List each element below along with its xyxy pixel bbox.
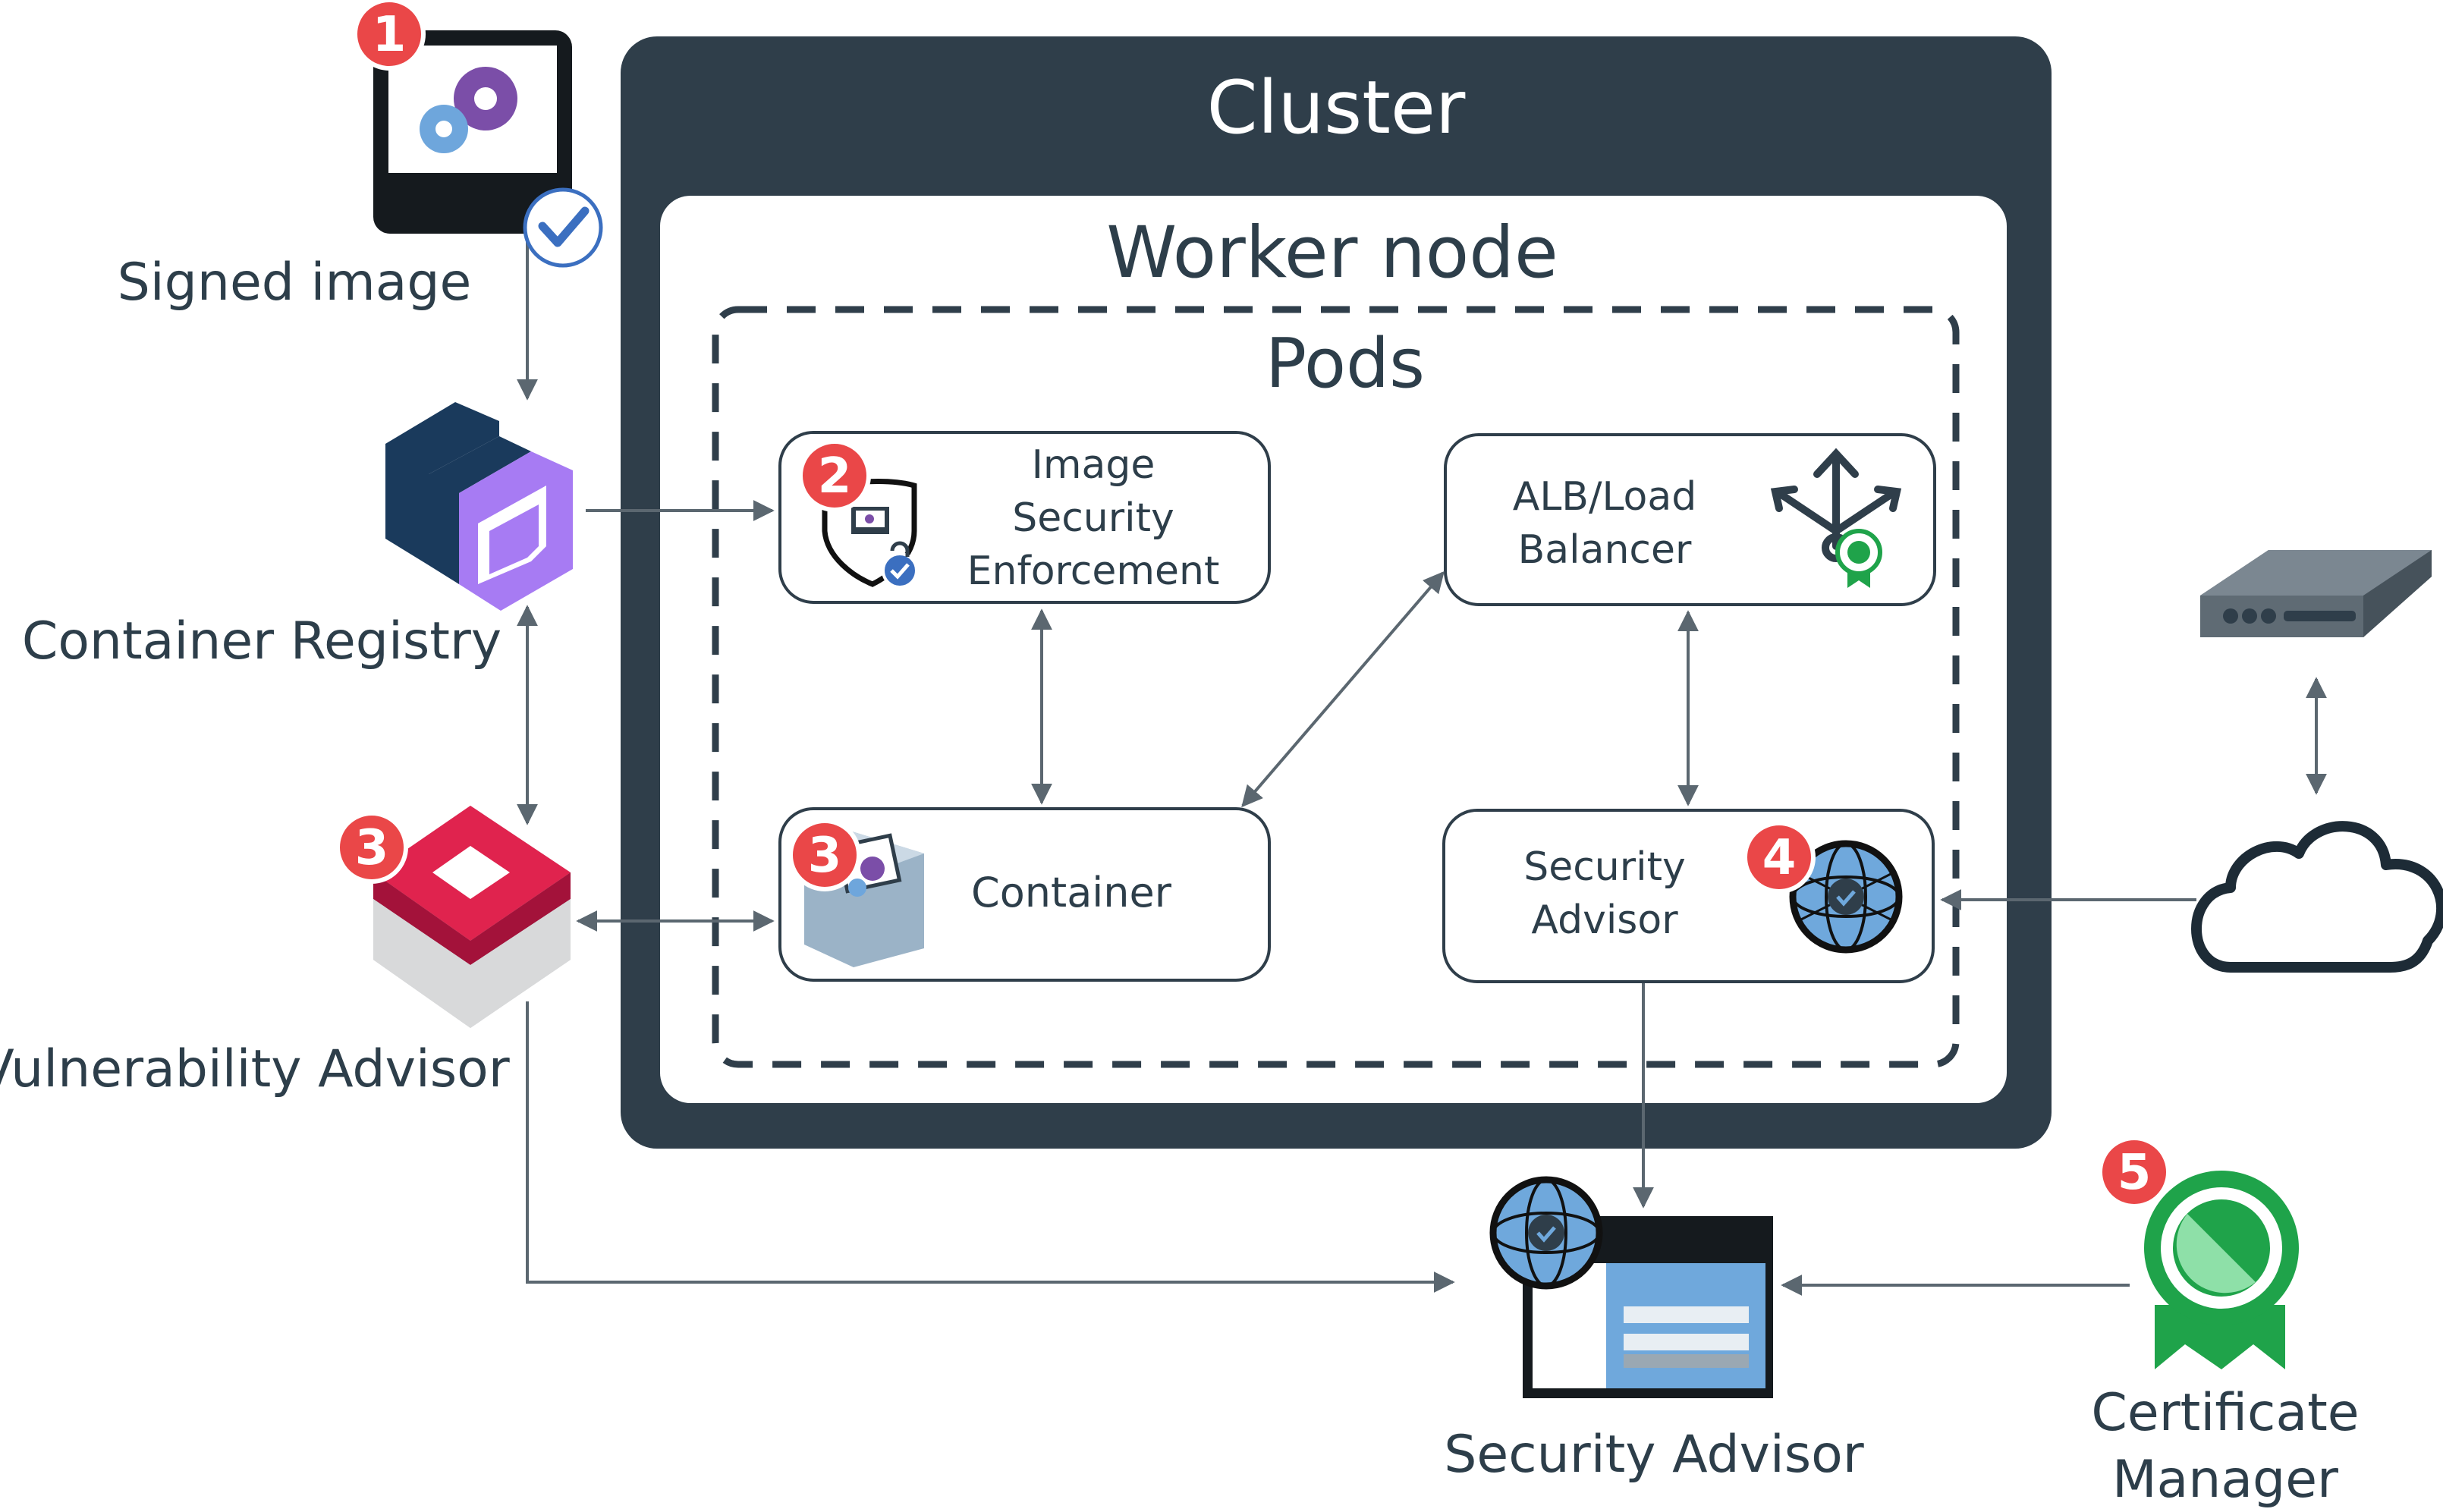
- security-advisor-group[interactable]: Security Advisor: [1444, 1176, 1864, 1485]
- image-security-label-2: Security: [1012, 495, 1174, 541]
- vulnerability-advisor-group[interactable]: Vulnerability Advisor: [0, 806, 571, 1099]
- svg-text:2: 2: [818, 448, 852, 505]
- vulnerability-advisor-icon: [373, 806, 571, 1028]
- security-advisor-node-label-2: Advisor: [1531, 897, 1678, 943]
- image-security-label-3: Enforcement: [967, 549, 1220, 594]
- svg-text:5: 5: [2118, 1145, 2152, 1201]
- alb-load-balancer-node[interactable]: ALB/Load Balancer: [1444, 433, 1936, 606]
- certificate-ribbon-icon: [2144, 1171, 2299, 1369]
- vulnerability-advisor-label: Vulnerability Advisor: [0, 1039, 510, 1099]
- cluster-title: Cluster: [1207, 65, 1466, 150]
- globe-lock-icon: [1489, 1176, 1603, 1290]
- certificate-ribbon-small-icon: [1835, 529, 1882, 588]
- security-advisor-node-label-1: Security: [1523, 844, 1686, 890]
- image-security-label-1: Image: [1032, 442, 1155, 488]
- worker-node-title: Worker node: [1106, 212, 1558, 294]
- certificate-manager-label-1: Certificate: [2091, 1383, 2359, 1443]
- signed-image-label: Signed image: [118, 253, 472, 313]
- svg-text:4: 4: [1762, 830, 1797, 886]
- svg-text:3: 3: [808, 828, 842, 884]
- security-advisor-label: Security Advisor: [1444, 1425, 1864, 1485]
- alb-label-1: ALB/Load: [1513, 474, 1696, 520]
- cloud-icon: [2191, 821, 2443, 973]
- network-device-icon: [2200, 550, 2432, 637]
- container-node[interactable]: Container: [778, 807, 1271, 982]
- connector-arrows: [517, 235, 2327, 1296]
- certificate-manager-group[interactable]: Certificate Manager: [2091, 1171, 2360, 1510]
- shield-lock-icon: [822, 479, 918, 589]
- container-registry-label: Container Registry: [22, 611, 501, 671]
- pods-container: [712, 306, 1960, 1068]
- container-label: Container: [971, 869, 1172, 916]
- container-registry-group[interactable]: Container Registry: [22, 402, 573, 671]
- pods-title: Pods: [1266, 324, 1425, 404]
- signed-image-icon: [373, 30, 572, 234]
- badge-3-container: 3: [788, 819, 861, 891]
- image-security-enforcement-node[interactable]: Image Security Enforcement: [778, 431, 1271, 604]
- globe-lock-icon: [1789, 840, 1903, 954]
- badge-4: 4: [1743, 821, 1816, 894]
- container-registry-icon: [385, 402, 573, 611]
- certificate-manager-label-2: Manager: [2112, 1450, 2338, 1510]
- alb-label-2: Balancer: [1518, 527, 1692, 573]
- svg-text:1: 1: [373, 7, 407, 63]
- svg-text:3: 3: [355, 820, 389, 876]
- badge-1: 1: [353, 0, 426, 71]
- badge-2: 2: [798, 439, 871, 512]
- security-advisor-dashboard-icon: [1523, 1216, 1773, 1398]
- security-advisor-node[interactable]: Security Advisor: [1442, 809, 1935, 983]
- signed-image-group[interactable]: Signed image: [118, 30, 603, 313]
- check-circle-icon: [523, 187, 603, 268]
- badge-3-vulnerability: 3: [335, 811, 408, 884]
- load-balancer-icon: [1770, 448, 1902, 562]
- badge-5: 5: [2098, 1136, 2171, 1209]
